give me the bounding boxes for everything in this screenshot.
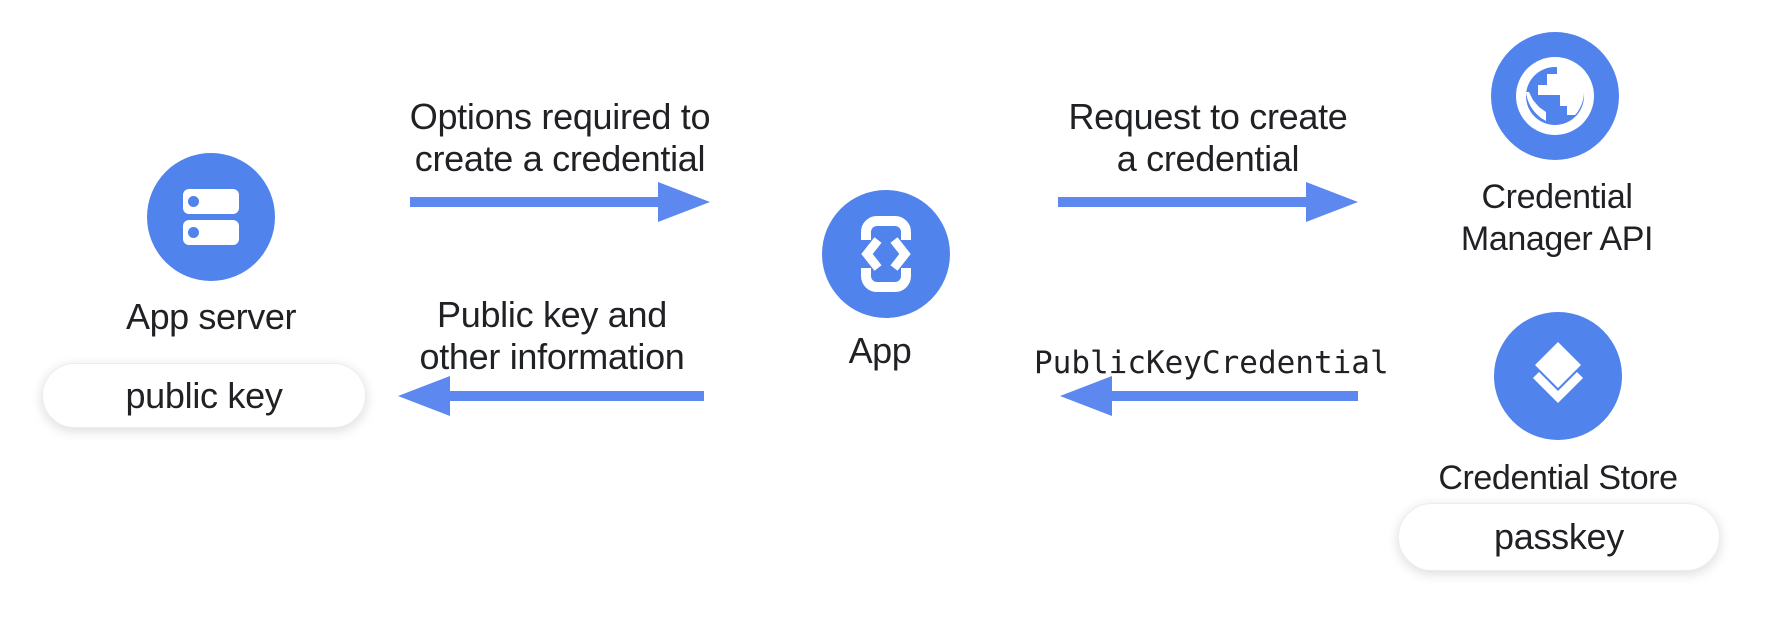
app-label: App <box>848 330 912 371</box>
request-arrow-label-line2: a credential <box>1116 138 1300 179</box>
layers-icon <box>1532 342 1584 404</box>
public-key-info-arrow-label-line2: other information <box>419 336 685 377</box>
options-arrow-right <box>410 182 710 222</box>
passkey-badge: passkey <box>1398 503 1720 571</box>
app-server-node <box>147 153 275 281</box>
app-server-label: App server <box>125 296 297 337</box>
request-arrow-label: Request to create a credential <box>1033 96 1383 180</box>
public-key-info-arrow-label-line1: Public key and <box>437 294 667 335</box>
public-key-badge-label: public key <box>125 374 283 416</box>
request-arrow-right <box>1058 182 1358 222</box>
credential-manager-api-node <box>1491 32 1619 160</box>
globe-icon <box>1516 57 1594 135</box>
credential-manager-api-label: Credential Manager API <box>1460 178 1654 258</box>
options-arrow-label-line1: Options required to <box>409 96 711 137</box>
passkey-badge-label: passkey <box>1494 516 1624 557</box>
server-icon <box>183 189 239 245</box>
options-arrow-label: Options required to create a credential <box>385 96 735 180</box>
public-key-info-arrow-left <box>398 376 704 416</box>
public-key-credential-arrow-label: PublicKeyCredential <box>1034 345 1389 381</box>
public-key-badge: public key <box>42 363 366 428</box>
app-node <box>822 190 950 318</box>
credential-store-label: Credential Store <box>1438 459 1678 497</box>
public-key-info-arrow-label: Public key and other information <box>377 294 727 378</box>
public-key-credential-arrow-left <box>1060 376 1358 416</box>
phone-code-icon <box>852 216 920 292</box>
credential-store-node <box>1494 312 1622 440</box>
request-arrow-label-line1: Request to create <box>1068 96 1348 137</box>
options-arrow-label-line2: create a credential <box>414 138 706 179</box>
